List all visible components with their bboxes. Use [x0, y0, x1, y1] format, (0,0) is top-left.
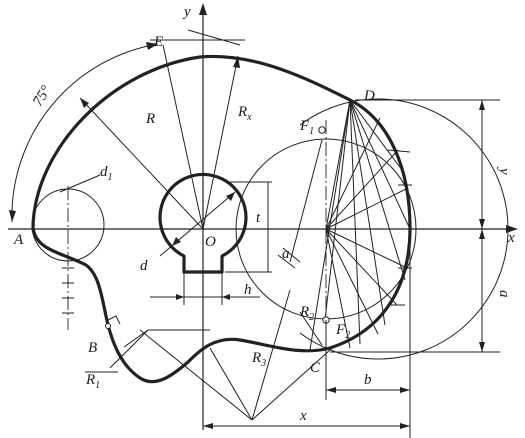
- label-point-f1: F1: [299, 118, 314, 137]
- y-arrow-top-icon: [479, 100, 485, 110]
- r3-line-4: [139, 329, 253, 421]
- d-arrow-2-icon: [172, 237, 181, 246]
- r-arrow-icon: [80, 98, 89, 108]
- fan-10: [349, 99, 403, 171]
- label-dim-a-small: a: [282, 246, 290, 262]
- label-radius-r: R: [145, 111, 155, 127]
- angle-arrow-bottom-icon: [9, 210, 16, 222]
- label-radius-r1: R1: [85, 372, 100, 391]
- f1-point: [318, 126, 326, 134]
- label-dim-t: t: [256, 210, 261, 226]
- label-radius-r2: R2: [299, 304, 314, 323]
- label-dim-b: b: [364, 372, 372, 388]
- fan-7: [325, 228, 398, 306]
- label-point-a: A: [13, 232, 24, 248]
- label-point-e: E: [153, 34, 163, 50]
- b-point: [105, 323, 111, 329]
- radius-lines: [79, 29, 245, 230]
- label-angle-75: 75°: [30, 83, 55, 109]
- label-diam-d1: d1: [100, 164, 113, 183]
- label-point-f2: F2: [335, 322, 350, 341]
- central-hole: [150, 172, 272, 305]
- line-oe: [162, 44, 204, 230]
- label-radius-r3: R3: [251, 350, 266, 369]
- d1-leader: [59, 174, 101, 193]
- x-arrow-right-icon: [400, 423, 410, 429]
- label-axis-x: x: [507, 230, 515, 246]
- tick-r1: [387, 149, 411, 153]
- e-tangent-2: [187, 29, 241, 46]
- label-origin: O: [205, 234, 216, 250]
- r3-line-1: [209, 347, 253, 421]
- x-axis-arrow-icon: [506, 225, 518, 233]
- fan-6: [325, 228, 408, 269]
- line-f1: [289, 139, 323, 263]
- a-arrow-top-icon: [479, 229, 485, 239]
- label-dim-h: h: [244, 282, 252, 298]
- x-arrow-left-icon: [203, 423, 213, 429]
- d-arrow-icon: [226, 192, 235, 201]
- a-arrow-bottom-icon: [479, 342, 485, 352]
- outer-circle: [300, 98, 509, 360]
- fan-1: [325, 99, 351, 230]
- lower-radii: [85, 289, 331, 421]
- r1-line: [109, 329, 149, 369]
- radius-rx-line: [202, 55, 239, 230]
- h-arrow-left-icon: [176, 294, 184, 300]
- fan-9: [325, 228, 351, 349]
- fan-14: [349, 99, 361, 345]
- label-point-d: D: [363, 88, 375, 104]
- r3-line-2: [251, 289, 291, 421]
- fan-11: [349, 99, 411, 230]
- right-angle-marker: [107, 315, 121, 325]
- angle-arc: [11, 43, 159, 223]
- a-small-line-2: [277, 254, 296, 269]
- a-small-line: [282, 247, 301, 263]
- label-dim-a-right: a: [496, 290, 512, 298]
- fan-3: [325, 149, 399, 230]
- outer-dimensions: [203, 99, 500, 438]
- label-point-b: B: [88, 340, 97, 356]
- h-arrow-right-icon: [222, 294, 230, 300]
- y-axis-arrow-icon: [199, 3, 207, 15]
- label-diam-d: d: [140, 258, 148, 274]
- r2-line: [299, 311, 323, 346]
- rx-arrow-icon: [233, 56, 240, 68]
- angle-arrow-top-icon: [146, 42, 158, 50]
- angle-75: [9, 42, 159, 223]
- fan-8: [325, 228, 379, 335]
- fan-12: [349, 99, 406, 281]
- label-dim-x: x: [299, 408, 307, 424]
- labels: y x O A B C D E F1 F2 R Rx R1 R2 R3 d1 d…: [13, 4, 515, 424]
- r1-line-2: [123, 329, 149, 348]
- coordinate-axes: [8, 3, 518, 430]
- line-d-f2: [324, 99, 351, 321]
- circle-d1: [31, 174, 105, 330]
- hole-outline: [158, 172, 248, 274]
- label-radius-rx: Rx: [237, 104, 252, 123]
- fan-13: [349, 99, 386, 326]
- b-arrow-left-icon: [326, 387, 336, 393]
- label-axis-y: y: [182, 4, 191, 20]
- label-dim-y: y: [496, 166, 512, 175]
- b-arrow-right-icon: [400, 387, 410, 393]
- label-point-c: C: [310, 360, 321, 376]
- r3-line-3: [251, 349, 331, 421]
- construction-fan: [325, 99, 412, 349]
- y-arrow-bottom-icon: [479, 219, 485, 229]
- radius-r-line: [79, 97, 204, 230]
